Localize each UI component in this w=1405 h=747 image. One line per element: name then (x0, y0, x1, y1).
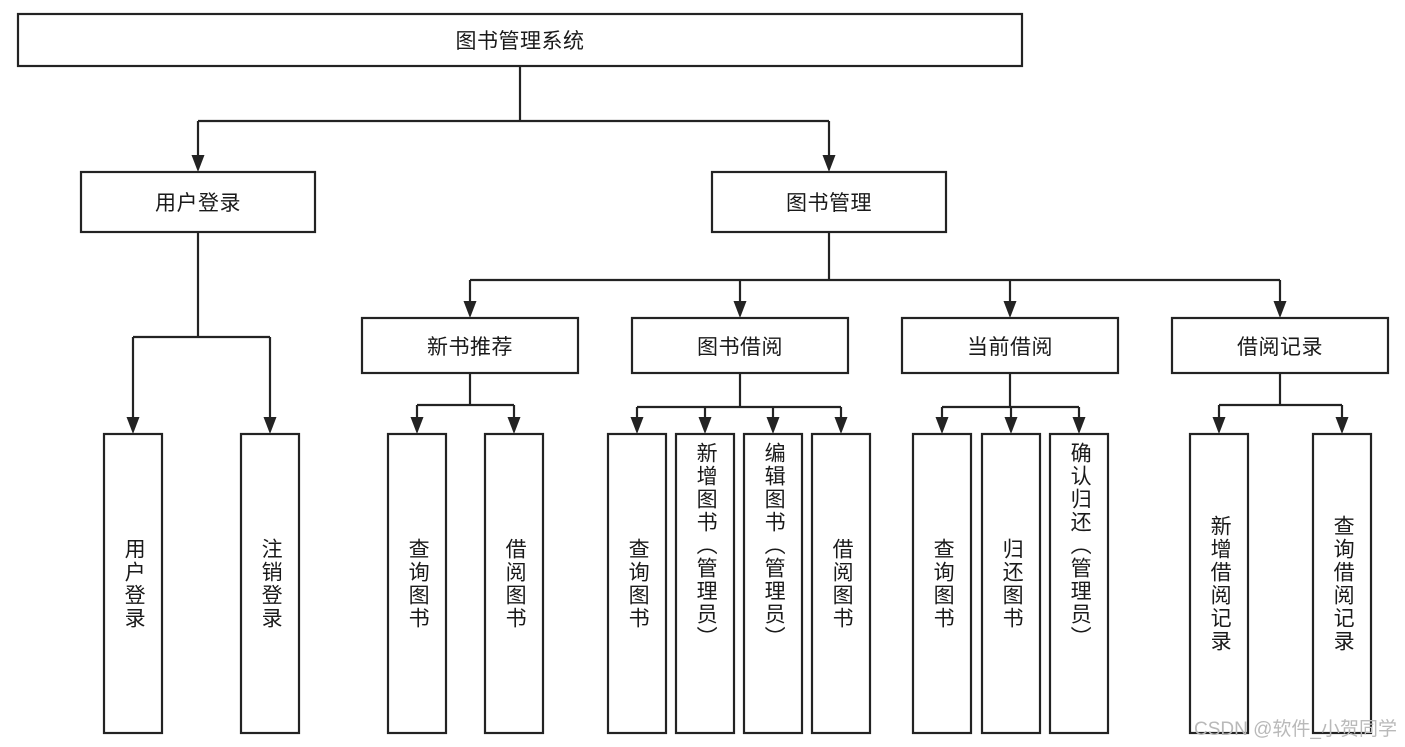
arrow-head-book-borrow-to-leaf-add-book (698, 417, 712, 434)
arrow-head-borrow-record-to-leaf-query-record (1335, 417, 1349, 434)
node-box-leaf-return-book[interactable] (980, 432, 1042, 735)
node-box-book-manage[interactable] (710, 170, 948, 234)
arrow-head-current-borrow-to-leaf-query-book-3 (935, 417, 949, 434)
node-box-leaf-add-book[interactable] (674, 432, 736, 735)
arrow-head-book-borrow-to-leaf-borrow-book-2 (834, 417, 848, 434)
arrow-head-book-manage-to-book-borrow (733, 301, 747, 318)
node-box-leaf-borrow-book-1[interactable] (483, 432, 545, 735)
edges-layer (126, 66, 1349, 434)
node-box-root[interactable] (16, 12, 1024, 68)
node-box-new-book-rec[interactable] (360, 316, 580, 375)
arrow-head-current-borrow-to-leaf-confirm-return (1072, 417, 1086, 434)
arrow-head-book-manage-to-new-book-rec (463, 301, 477, 318)
arrow-head-borrow-record-to-leaf-add-record (1212, 417, 1226, 434)
node-box-leaf-query-record[interactable] (1311, 432, 1373, 735)
node-box-leaf-query-book-2[interactable] (606, 432, 668, 735)
arrow-head-root-to-book-manage (822, 155, 836, 172)
node-box-leaf-query-book-1[interactable] (386, 432, 448, 735)
node-box-leaf-borrow-book-2[interactable] (810, 432, 872, 735)
nodes-layer (16, 12, 1390, 735)
node-box-leaf-user-login[interactable] (102, 432, 164, 735)
arrow-head-user-login-to-leaf-logout (263, 417, 277, 434)
arrow-head-book-borrow-to-leaf-query-book-2 (630, 417, 644, 434)
arrow-head-book-borrow-to-leaf-edit-book (766, 417, 780, 434)
arrow-head-book-manage-to-current-borrow (1003, 301, 1017, 318)
node-box-leaf-logout[interactable] (239, 432, 301, 735)
arrow-head-new-book-rec-to-leaf-query-book-1 (410, 417, 424, 434)
node-box-leaf-add-record[interactable] (1188, 432, 1250, 735)
node-box-leaf-confirm-return[interactable] (1048, 432, 1110, 735)
node-box-current-borrow[interactable] (900, 316, 1120, 375)
node-box-borrow-record[interactable] (1170, 316, 1390, 375)
arrow-head-new-book-rec-to-leaf-borrow-book-1 (507, 417, 521, 434)
arrow-head-user-login-to-leaf-user-login (126, 417, 140, 434)
arrow-head-book-manage-to-borrow-record (1273, 301, 1287, 318)
arrow-head-root-to-user-login (191, 155, 205, 172)
arrow-head-current-borrow-to-leaf-return-book (1004, 417, 1018, 434)
node-box-leaf-query-book-3[interactable] (911, 432, 973, 735)
node-box-user-login[interactable] (79, 170, 317, 234)
node-box-book-borrow[interactable] (630, 316, 850, 375)
node-box-leaf-edit-book[interactable] (742, 432, 804, 735)
